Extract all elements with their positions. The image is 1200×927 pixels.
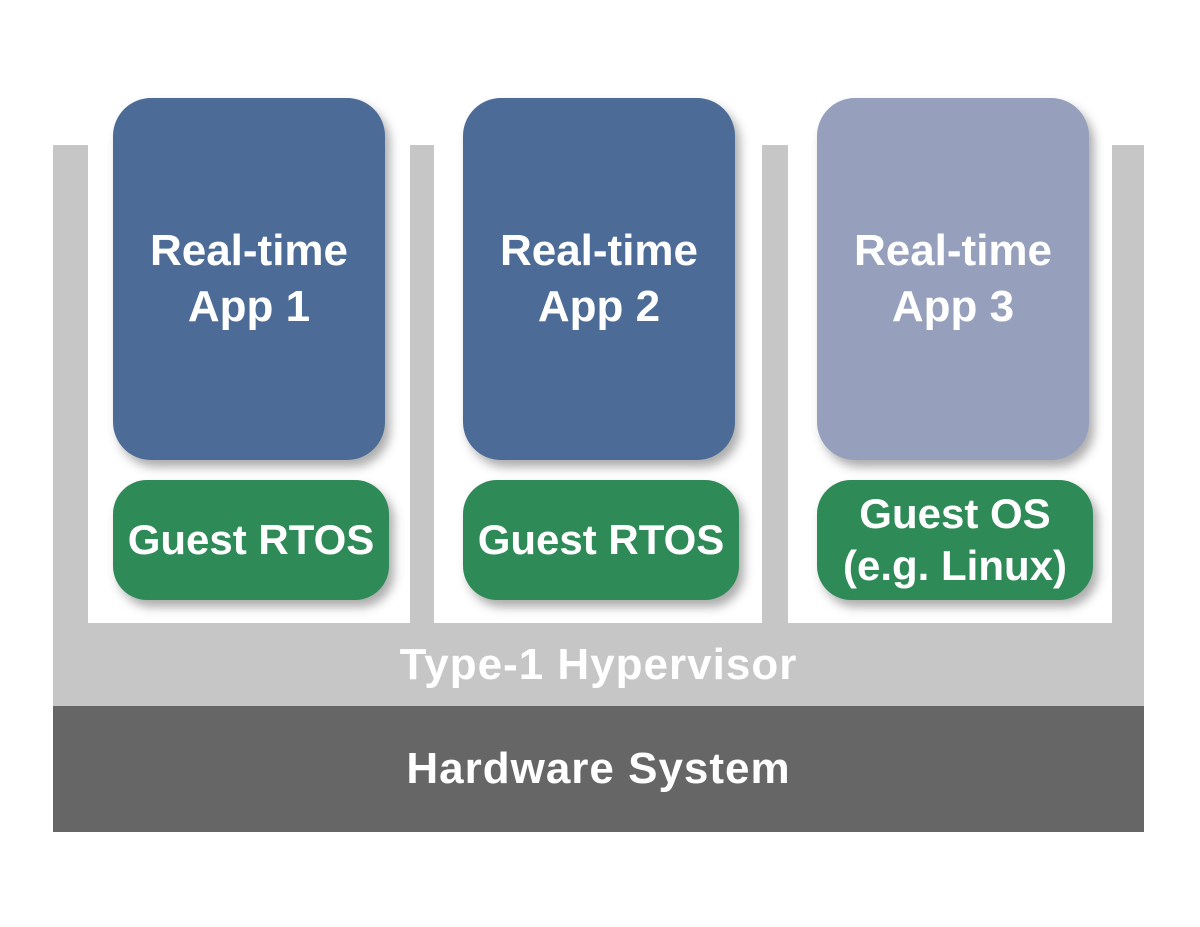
app-1-label-line2: App 1 [187,282,311,331]
app-3-label-line2: App 3 [891,282,1015,331]
guest-os-3-label-line1: Guest OS [859,490,1051,537]
hardware-layer-bar: Hardware System [53,706,1144,832]
hypervisor-pillar-middle-2 [762,145,788,624]
guest-os-2-label-line1: Guest RTOS [477,516,725,563]
app-box-2: Real-time App 2 [463,98,735,460]
guest-os-1-label-line1: Guest RTOS [127,516,375,563]
hypervisor-pillar-middle-1 [410,145,434,624]
guest-os-box-1: Guest RTOS [113,480,389,600]
guest-os-box-3: Guest OS (e.g. Linux) [817,480,1093,600]
hardware-label: Hardware System [406,744,791,793]
guest-os-3-label-line2: (e.g. Linux) [843,542,1067,589]
hypervisor-pillar-left [53,145,88,624]
app-2-label-line1: Real-time [499,226,699,275]
hypervisor-label: Type-1 Hypervisor [399,639,798,689]
guest-os-box-2: Guest RTOS [463,480,739,600]
app-2-label-line2: App 2 [537,282,661,331]
app-box-1: Real-time App 1 [113,98,385,460]
app-1-label-line1: Real-time [149,226,349,275]
app-3-label-line1: Real-time [853,226,1053,275]
hypervisor-layer-bar: Type-1 Hypervisor [53,623,1144,706]
hypervisor-pillar-right [1112,145,1144,624]
app-box-3: Real-time App 3 [817,98,1089,460]
